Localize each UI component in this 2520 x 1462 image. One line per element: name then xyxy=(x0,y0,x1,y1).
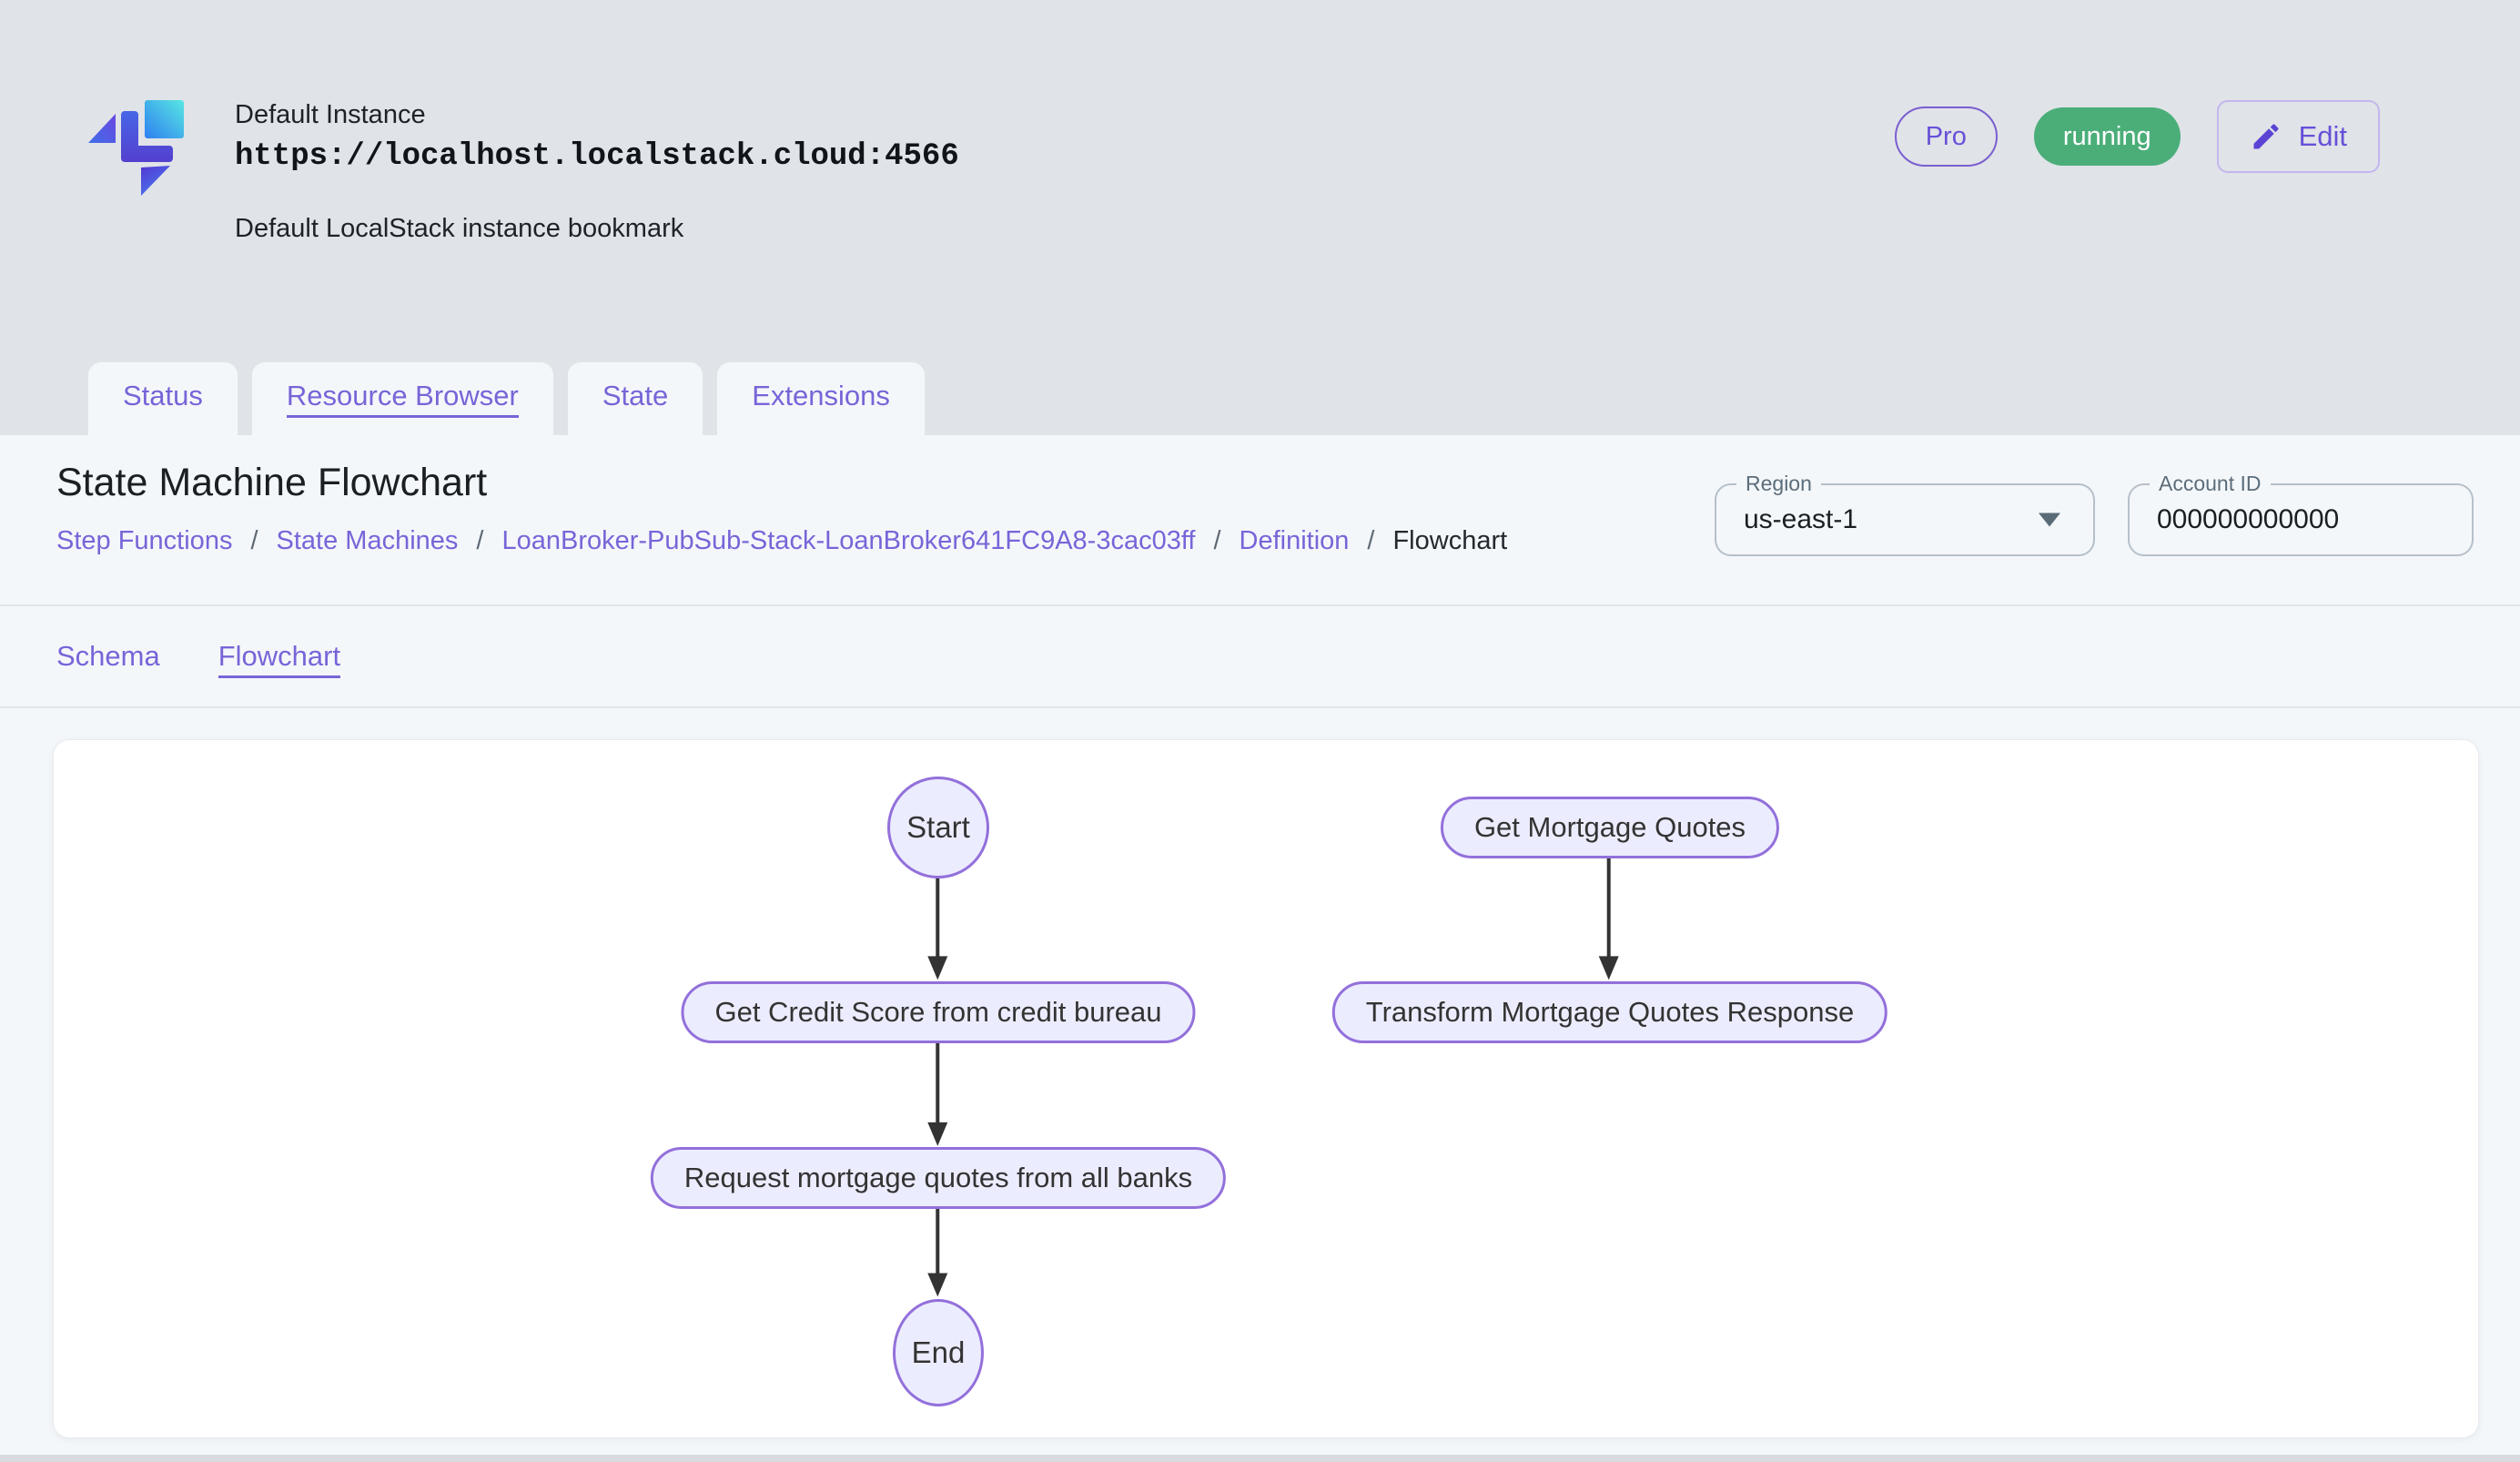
instance-header: Default Instance https://localhost.local… xyxy=(0,0,2520,362)
instance-description: Default LocalStack instance bookmark xyxy=(235,214,684,243)
caret-down-icon xyxy=(2039,513,2060,527)
main-tabs: Status Resource Browser State Extensions xyxy=(88,362,925,435)
localstack-logo-icon xyxy=(88,100,184,196)
node-get-mortgage-quotes: Get Mortgage Quotes xyxy=(1440,797,1780,858)
tab-resource-browser[interactable]: Resource Browser xyxy=(251,362,553,435)
tab-status[interactable]: Status xyxy=(88,362,238,435)
tab-state[interactable]: State xyxy=(567,362,703,435)
subtab-schema[interactable]: Schema xyxy=(56,640,160,672)
breadcrumb-separator: / xyxy=(1213,526,1221,555)
breadcrumb-separator: / xyxy=(1367,526,1375,555)
pro-badge: Pro xyxy=(1894,107,1998,167)
region-select[interactable]: Region us-east-1 xyxy=(1715,472,2095,556)
page-bottom-edge xyxy=(0,1455,2520,1462)
flowchart-arrows xyxy=(927,858,1619,1297)
region-select-label: Region xyxy=(1736,472,1821,496)
definition-subtabs: Schema Flowchart xyxy=(0,606,2520,708)
breadcrumb-separator: / xyxy=(476,526,484,555)
node-get-credit-score: Get Credit Score from credit bureau xyxy=(681,981,1196,1043)
breadcrumb-link-state-machines[interactable]: State Machines xyxy=(276,526,459,555)
tab-extensions[interactable]: Extensions xyxy=(717,362,925,435)
breadcrumb: Step Functions / State Machines / LoanBr… xyxy=(56,526,1507,556)
instance-url: https://localhost.localstack.cloud:4566 xyxy=(235,139,959,174)
breadcrumb-link-state-machine-name[interactable]: LoanBroker-PubSub-Stack-LoanBroker641FC9… xyxy=(501,526,1196,555)
breadcrumb-separator: / xyxy=(250,526,258,555)
node-start: Start xyxy=(887,777,989,878)
pencil-icon xyxy=(2253,124,2279,149)
edit-button[interactable]: Edit xyxy=(2216,100,2380,173)
panel-header: State Machine Flowchart Step Functions /… xyxy=(0,435,2520,606)
node-end: End xyxy=(893,1299,984,1406)
subtab-flowchart[interactable]: Flowchart xyxy=(218,640,341,678)
edit-button-label: Edit xyxy=(2298,120,2347,152)
node-transform-response: Transform Mortgage Quotes Response xyxy=(1331,981,1888,1043)
instance-name: Default Instance xyxy=(235,100,426,129)
breadcrumb-link-step-functions[interactable]: Step Functions xyxy=(56,526,233,555)
account-id-field: Account ID xyxy=(2128,472,2474,556)
region-select-value: us-east-1 xyxy=(1744,504,1858,534)
breadcrumb-current-flowchart: Flowchart xyxy=(1392,526,1508,555)
page-title: State Machine Flowchart xyxy=(56,461,488,504)
breadcrumb-link-definition[interactable]: Definition xyxy=(1239,526,1350,555)
resource-browser-panel: State Machine Flowchart Step Functions /… xyxy=(0,435,2520,1457)
flowchart-card: Start Get Credit Score from credit burea… xyxy=(53,739,2479,1438)
account-id-input[interactable] xyxy=(2130,485,2472,554)
node-request-quotes: Request mortgage quotes from all banks xyxy=(650,1147,1227,1209)
status-badge: running xyxy=(2033,107,2181,166)
